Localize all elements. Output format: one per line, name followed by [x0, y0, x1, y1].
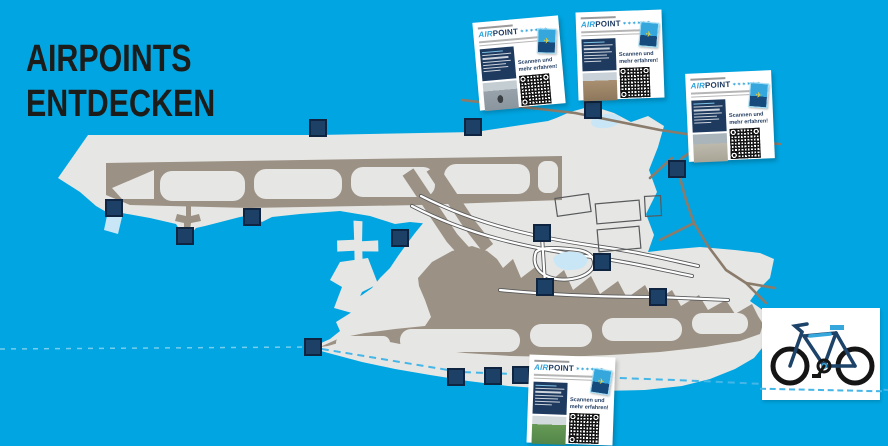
- cross-building: [337, 220, 379, 263]
- airpoint-marker[interactable]: [447, 368, 465, 386]
- qr-code[interactable]: [519, 73, 552, 106]
- flyer-subline: [691, 93, 752, 98]
- airpoint-marker[interactable]: [593, 253, 611, 271]
- bicycle-icon: [770, 322, 875, 386]
- brochure-thumbnail: ✈: [748, 82, 770, 109]
- airpoint-marker[interactable]: [105, 199, 123, 217]
- flyer-photo-airfield: [582, 72, 618, 102]
- airpoint-marker[interactable]: [649, 288, 667, 306]
- brochure-thumbnail: ✈: [638, 21, 660, 48]
- page-title-line2: ENTDECKEN: [26, 82, 216, 125]
- brochure-thumbnail: ✈: [589, 367, 613, 396]
- runway-south-apron: [320, 246, 763, 357]
- flyer-subline: [581, 32, 643, 37]
- airpoint-marker[interactable]: [243, 208, 261, 226]
- flyer-photo-meadow: [531, 415, 567, 445]
- airplane-icon: ✈: [754, 89, 763, 100]
- page-title-line1: AIRPOINTS: [26, 38, 192, 81]
- airpoint-markers: [105, 101, 686, 386]
- airpoint-marker[interactable]: [668, 160, 686, 178]
- flyer-photo-bikepath: [692, 133, 728, 163]
- brochure-thumbnail: ✈: [536, 28, 557, 54]
- page-title: AIRPOINTS ENTDECKEN: [26, 37, 215, 125]
- qr-code[interactable]: [568, 412, 600, 444]
- route-dashes-faint: [0, 346, 309, 350]
- airpoint-marker[interactable]: [464, 118, 482, 136]
- pond-terminal: [553, 251, 588, 270]
- flyer-info-box: [691, 99, 727, 133]
- qr-code[interactable]: [729, 127, 761, 159]
- airpoint-marker[interactable]: [512, 366, 530, 384]
- flyer-subline: [533, 377, 595, 381]
- flyer-info-box: [581, 38, 617, 72]
- airpoint-marker[interactable]: [533, 224, 551, 242]
- airpoint-marker[interactable]: [309, 119, 327, 137]
- airpoint-flyer-bottom[interactable]: AIRPOINT✶✶✶✶✶✶ ✈ Scannen und mehr erfahr…: [526, 354, 616, 446]
- airpoint-flyer-top-right[interactable]: AIRPOINT✶✶✶✶✶✶ ✈ Scannen und mehr erfahr…: [575, 9, 665, 102]
- flyer-scan-text: Scannen und mehr erfahren!: [728, 111, 769, 126]
- airplane-icon: ✈: [645, 29, 653, 39]
- airpoint-marker[interactable]: [584, 101, 602, 119]
- airpoint-marker[interactable]: [176, 227, 194, 245]
- airpoint-flyer-right[interactable]: AIRPOINT✶✶✶✶✶✶ ✈ Scannen und mehr erfahr…: [685, 70, 775, 163]
- airpoint-marker[interactable]: [536, 278, 554, 296]
- airplane-icon: ✈: [543, 35, 551, 46]
- airpoint-marker[interactable]: [304, 338, 322, 356]
- airpoint-marker[interactable]: [391, 229, 409, 247]
- airpoint-marker[interactable]: [484, 367, 502, 385]
- flyer-info-box: [532, 381, 568, 415]
- flyer-photo-dog: [482, 80, 519, 112]
- bicycle-card: [759, 308, 883, 400]
- runway-northwest: [106, 156, 562, 208]
- airplane-icon: ✈: [597, 376, 606, 387]
- flyer-scan-text: Scannen und mehr erfahren!: [517, 57, 558, 73]
- cross-building-base: [330, 258, 378, 313]
- flyer-scan-text: Scannen und mehr erfahren!: [569, 396, 609, 412]
- airpoint-flyer-top-left[interactable]: AIRPOINT✶✶✶✶✶✶ ✈ Scannen und mehr erfahr…: [472, 15, 566, 112]
- taxiway-stub: [175, 202, 201, 230]
- qr-code[interactable]: [619, 66, 651, 98]
- flyer-info-box: [479, 46, 517, 82]
- flyer-scan-text: Scannen und mehr erfahren!: [618, 50, 659, 65]
